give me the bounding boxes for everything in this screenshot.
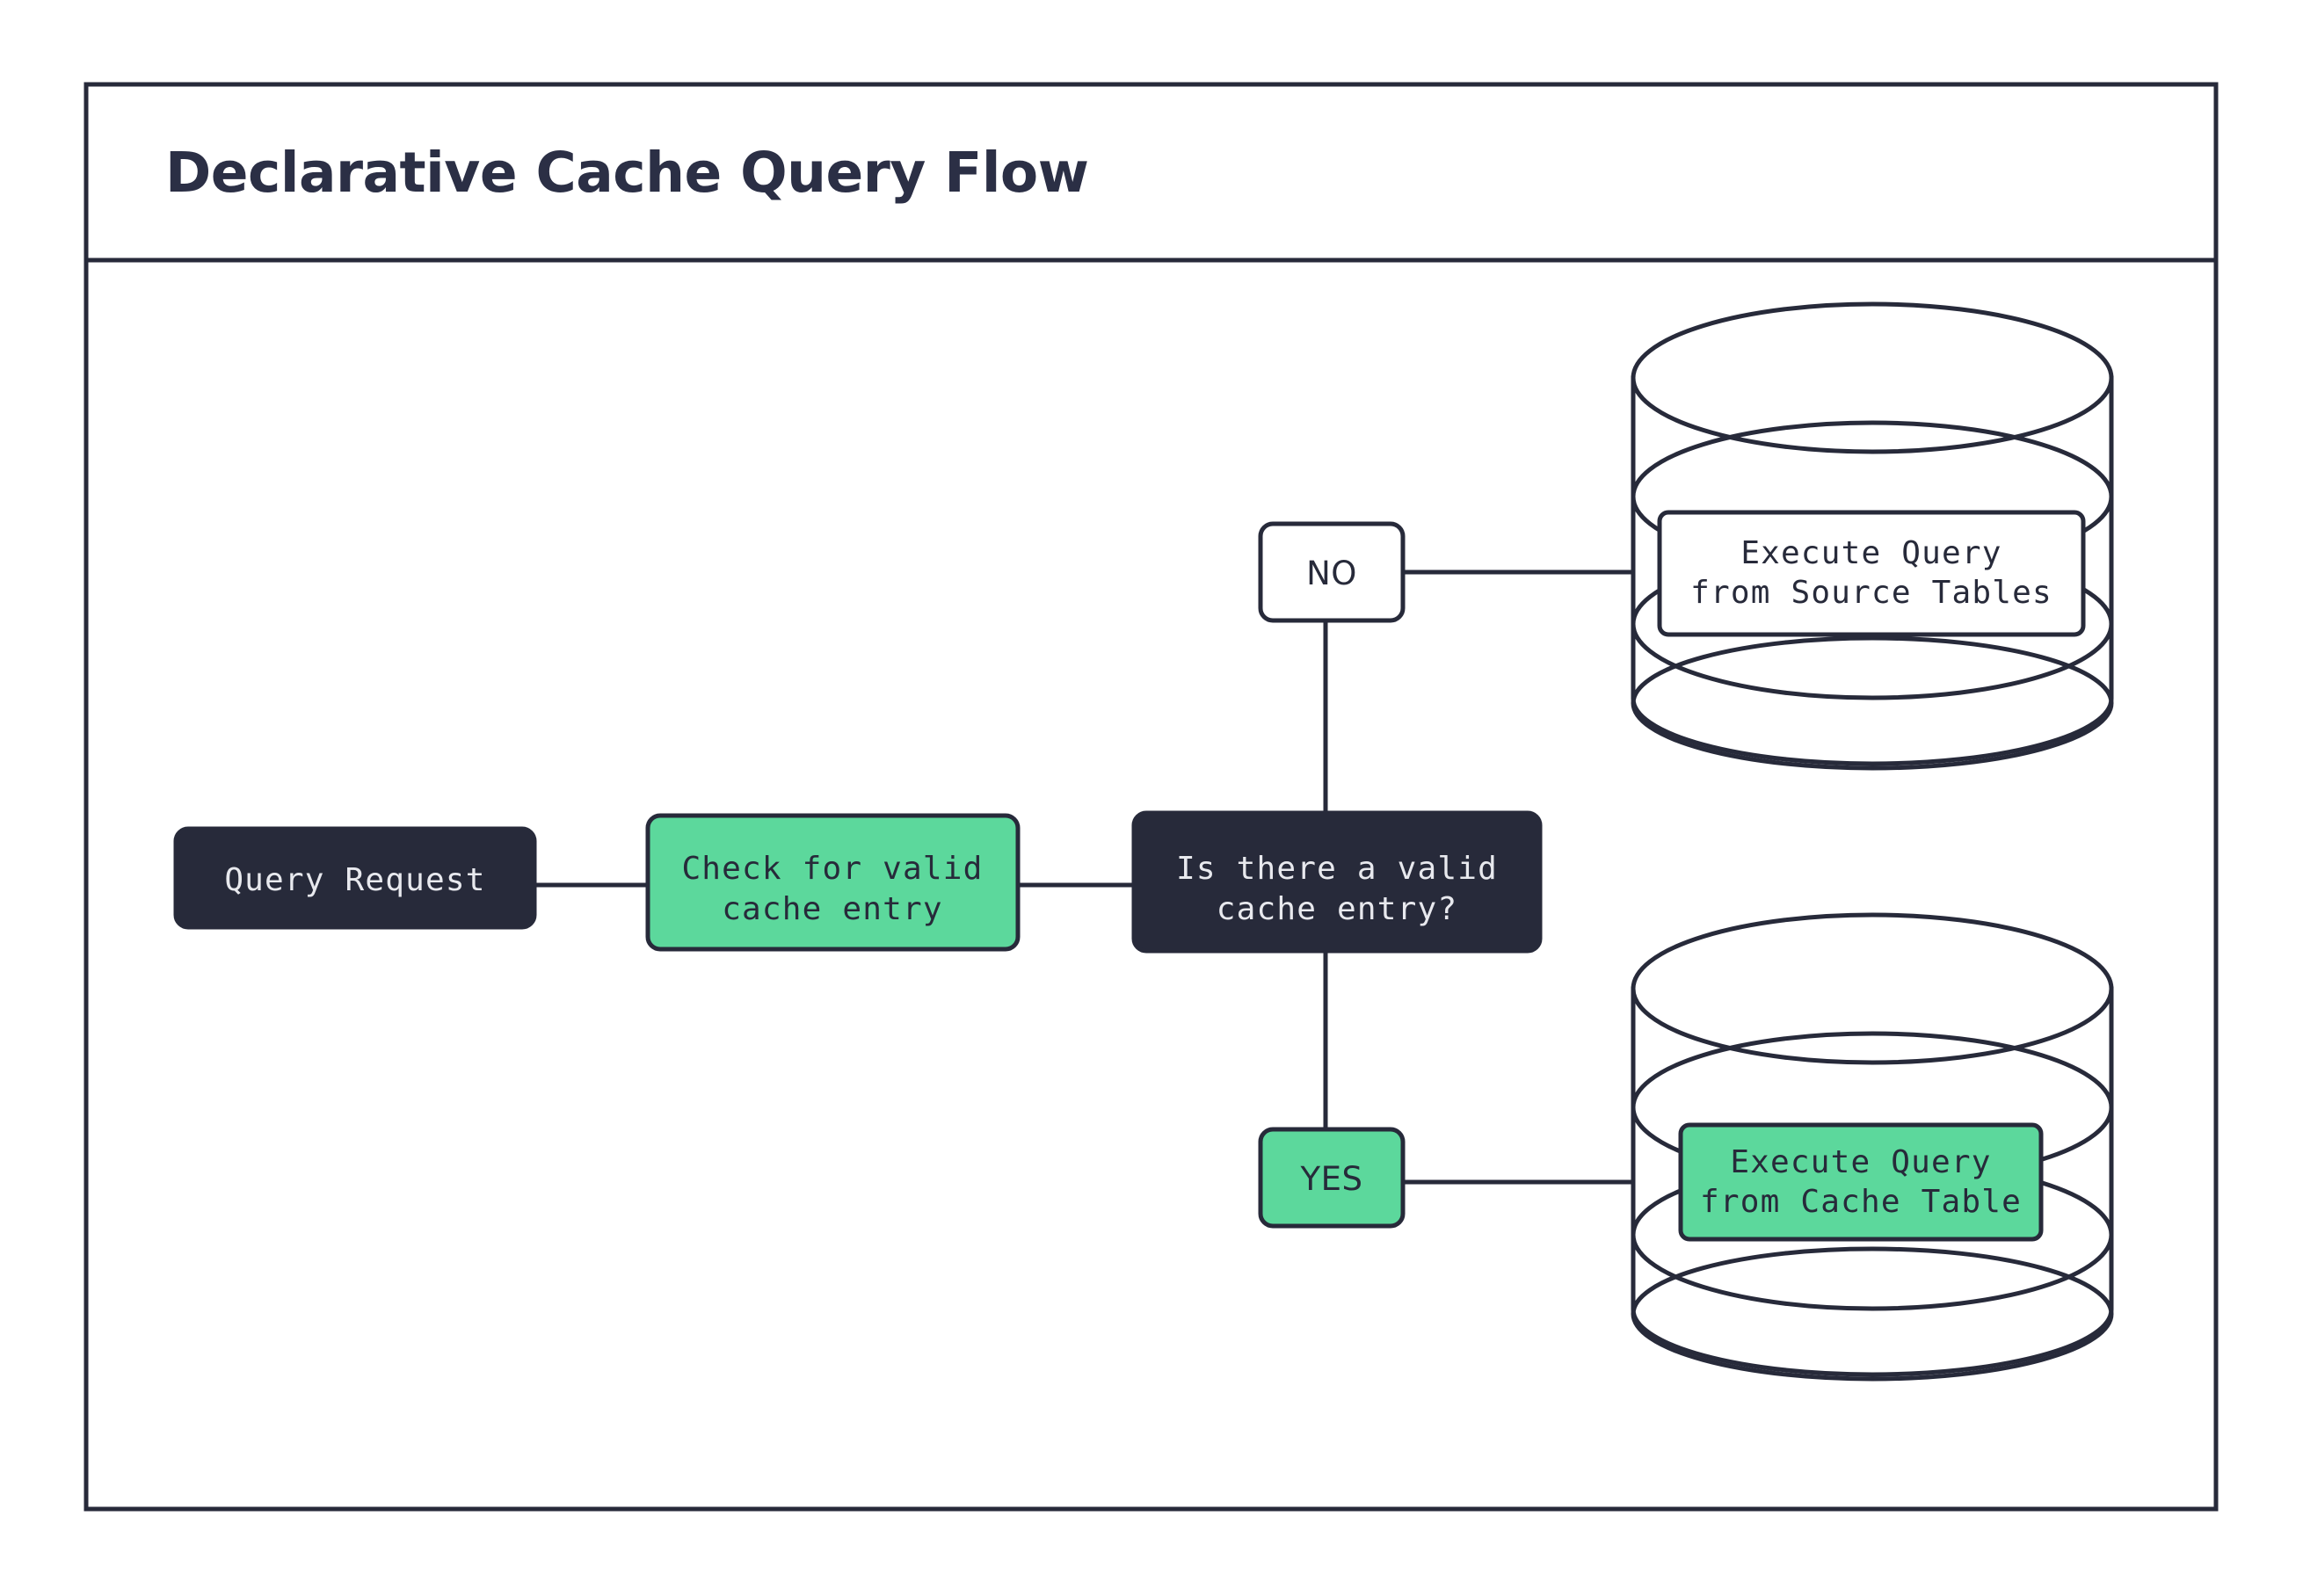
execute-cache-label-line1: Execute Query [1730,1144,1991,1180]
source-db-disk-1 [1631,301,2114,454]
diagram-frame [84,82,2219,1512]
execute-source-label-line1: Execute Query [1740,535,2002,571]
node-decision-valid-cache[interactable]: Is there a valid cache entry? [1131,810,1543,954]
execute-cache-box [1678,1122,2044,1242]
yes-label-box [1258,1127,1406,1229]
node-execute-source[interactable]: Execute Query from Source Tables [1657,510,2086,637]
page-title: Declarative Cache Query Flow [165,141,1088,205]
execute-source-label-line2: from Source Tables [1690,575,2052,611]
no-label-text: NO [1306,555,1357,592]
cache-db-disk-1 [1631,912,2114,1065]
check-cache-label-line1: Check for valid [681,851,983,887]
query-request-label: Query Request [224,862,485,898]
check-cache-box [645,813,1021,952]
execute-cache-label-line2: from Cache Table [1700,1184,2022,1220]
decision-label-line1: Is there a valid [1176,851,1498,887]
source-db-disk-4 [1631,635,2114,771]
edge-label-yes[interactable]: YES [1258,1127,1406,1229]
check-cache-label-line2: cache entry [722,891,943,927]
decision-box [1131,810,1543,954]
yes-label-text: YES [1300,1160,1363,1198]
no-label-box [1258,521,1406,623]
execute-source-box [1657,510,2086,637]
query-request-box [173,826,537,930]
node-execute-cache[interactable]: Execute Query from Cache Table [1678,1122,2044,1242]
cache-db-disk-4 [1631,1246,2114,1382]
node-check-cache[interactable]: Check for valid cache entry [645,813,1021,952]
node-query-request[interactable]: Query Request [173,826,537,930]
decision-label-line2: cache entry? [1217,891,1458,927]
edge-label-no[interactable]: NO [1258,521,1406,623]
